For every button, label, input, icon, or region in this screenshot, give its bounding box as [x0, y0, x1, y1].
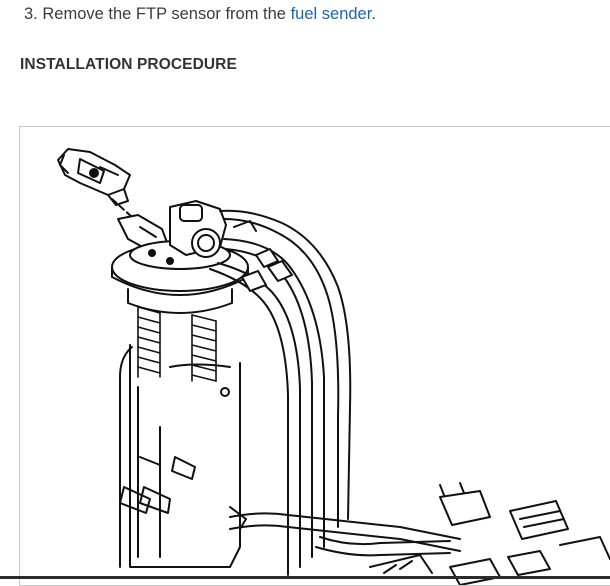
harness-connector: [369, 482, 610, 585]
sender-flange: [111, 200, 249, 296]
step-text: Remove the FTP sensor from the: [42, 5, 286, 23]
step-number: 3.: [24, 5, 38, 23]
fuel-sender-link[interactable]: fuel sender: [290, 5, 372, 23]
step-period: .: [371, 5, 376, 23]
springs: [137, 306, 217, 382]
fuel-lines: [209, 209, 352, 576]
step-3-instruction: 3. Remove the FTP sensor from the fuel s…: [24, 5, 376, 24]
ftp-sensor: [57, 148, 131, 206]
reservoir: [119, 344, 247, 568]
fuel-sender-figure: [19, 126, 610, 586]
fuel-sender-assembly-illustration: [57, 148, 610, 585]
bottom-edge-bar: [0, 576, 610, 579]
installation-procedure-heading: INSTALLATION PROCEDURE: [20, 56, 237, 73]
